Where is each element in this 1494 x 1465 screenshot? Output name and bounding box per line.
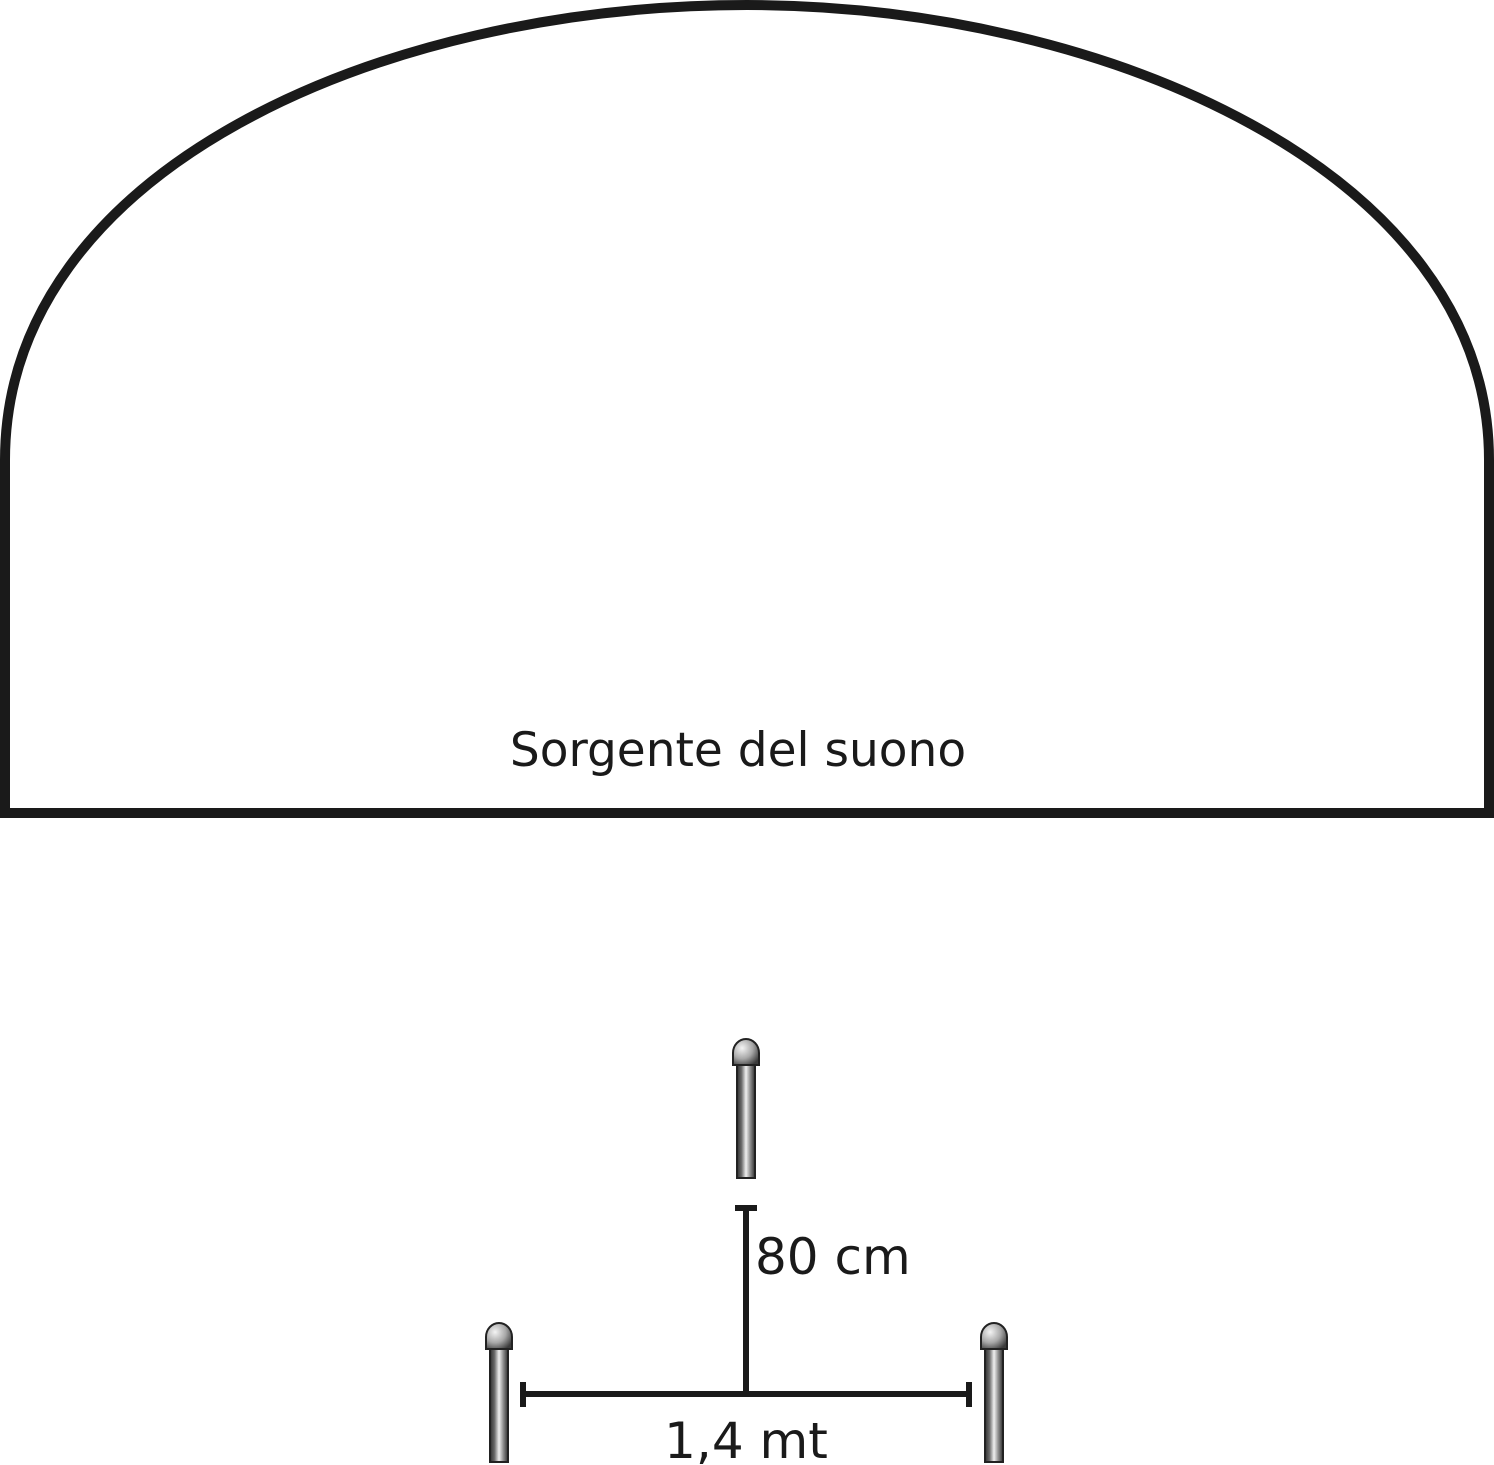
sound-source-label: Sorgente del suono [510, 723, 966, 778]
sound-source-outline [0, 0, 1494, 818]
vertical-dimension [735, 1205, 757, 1394]
vertical-dimension-label: 80 cm [755, 1228, 911, 1286]
microphone-left-icon [485, 1322, 513, 1463]
horizontal-dimension-label: 1,4 mt [664, 1412, 828, 1465]
microphone-center-icon [732, 1038, 760, 1179]
horizontal-dimension [520, 1382, 972, 1407]
microphone-right-icon [980, 1322, 1008, 1463]
